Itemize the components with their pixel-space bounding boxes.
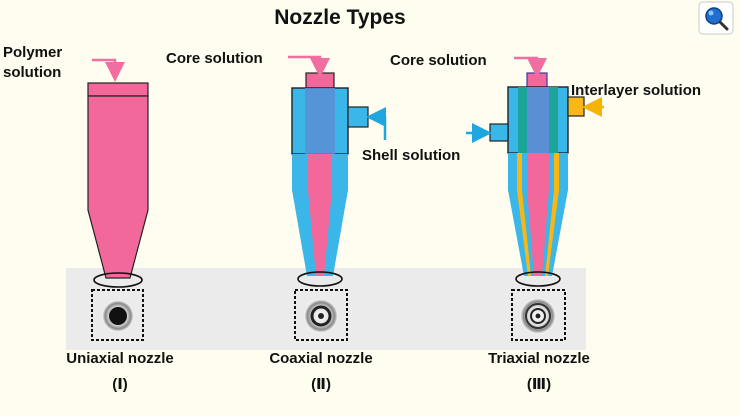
- coaxial-core-flow: [308, 154, 332, 276]
- triaxial-core-arrow-icon: [514, 56, 547, 78]
- search-magnifier-icon[interactable]: [698, 1, 734, 35]
- triaxial-core-inlet: [526, 72, 548, 88]
- triaxial-outer-ring: [525, 303, 551, 329]
- polymer-arrow-icon: [92, 58, 125, 82]
- uniaxial-body: [87, 95, 149, 279]
- uniaxial-tip-ring: [93, 272, 143, 288]
- coaxial-core-label: Core solution: [166, 50, 263, 67]
- triaxial-caption: Triaxial nozzle: [488, 350, 590, 367]
- coaxial-numeral: (Ⅱ): [311, 376, 331, 393]
- coaxial-nozzle: [291, 72, 369, 341]
- triaxial-numeral: (Ⅲ): [527, 376, 551, 393]
- coaxial-cross-section-frame: [294, 289, 348, 341]
- coaxial-core-arrow-icon: [288, 55, 330, 78]
- triaxial-middle-ring: [530, 308, 546, 324]
- uniaxial-caption: Uniaxial nozzle: [66, 350, 174, 367]
- coaxial-core-dot: [318, 313, 324, 319]
- coaxial-shell-inlet: [347, 106, 369, 128]
- shell-arrow-icon: [366, 107, 387, 140]
- interlayer-label: Interlayer solution: [571, 82, 701, 99]
- diagram-title: Nozzle Types: [274, 6, 405, 29]
- triaxial-cross-section-frame: [511, 289, 566, 341]
- coaxial-caption: Coaxial nozzle: [269, 350, 372, 367]
- coaxial-tip-ring: [297, 271, 343, 287]
- triaxial-shell-inlet: [489, 123, 509, 142]
- uniaxial-nozzle: [87, 82, 149, 341]
- triaxial-core-channel: [527, 87, 549, 153]
- triaxial-core-label: Core solution: [390, 52, 487, 69]
- uniaxial-cap: [87, 82, 149, 97]
- uniaxial-cross-section-frame: [91, 289, 144, 341]
- uniaxial-numeral: (Ⅰ): [112, 376, 128, 393]
- shell-label: Shell solution: [362, 147, 460, 164]
- polymer-label-line1: Polymer: [3, 44, 62, 61]
- triaxial-core-dot: [535, 313, 541, 319]
- coaxial-shell-ring: [310, 305, 332, 327]
- triaxial-core-flow: [527, 153, 549, 276]
- uniaxial-core-dot: [109, 307, 127, 325]
- triaxial-interlayer-inlet: [567, 96, 585, 117]
- polymer-label-line2: solution: [3, 64, 61, 81]
- coaxial-core-channel: [305, 88, 335, 154]
- triaxial-tip-ring: [515, 271, 561, 287]
- coaxial-core-inlet: [305, 72, 335, 89]
